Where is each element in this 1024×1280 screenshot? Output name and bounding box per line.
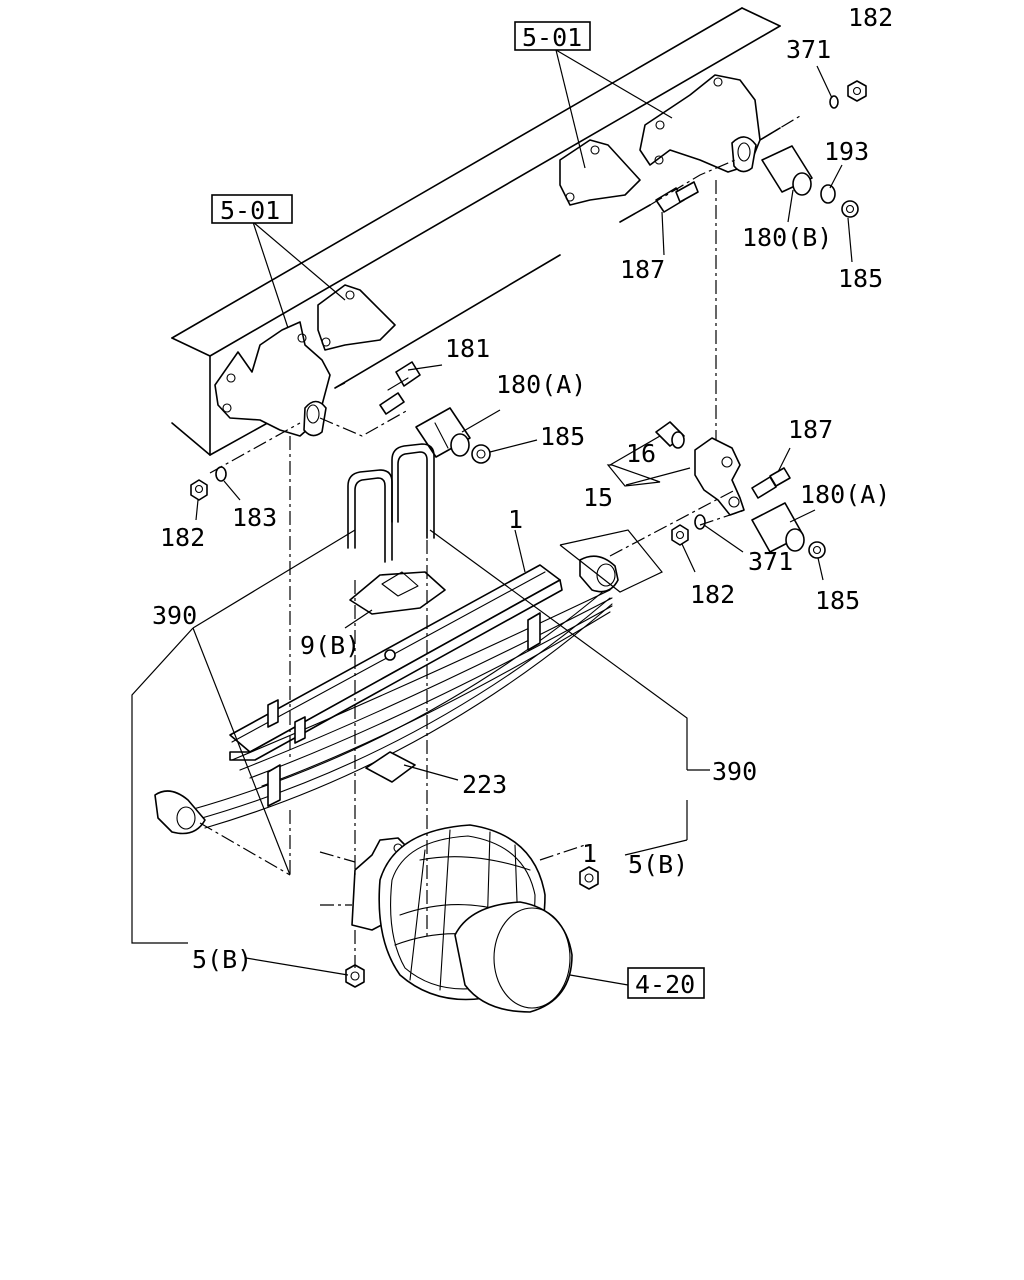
ref-box-5-01-top: 5-01	[514, 21, 591, 52]
pin-180b	[761, 145, 813, 196]
rear-mount-plate	[559, 139, 641, 206]
label-182-left: 182	[160, 523, 205, 552]
nut-5b-left	[345, 964, 365, 988]
label-187-top: 187	[620, 255, 665, 284]
label-183: 183	[232, 503, 277, 532]
svg-text:5-01: 5-01	[220, 196, 280, 225]
label-185-right: 185	[815, 586, 860, 615]
label-223: 223	[462, 770, 507, 799]
label-1-nut: 1	[582, 839, 597, 868]
nut-185-mid	[471, 444, 491, 464]
label-5b-right: 5(B)	[628, 850, 688, 879]
label-185-mid: 185	[540, 422, 585, 451]
label-371-right: 371	[748, 547, 793, 576]
front-mount-plate	[317, 284, 396, 351]
ref-box-5-01-left: 5-01	[211, 194, 293, 225]
nut-1-axle	[579, 866, 599, 890]
frame-rail	[171, 7, 781, 456]
bolt-187-right	[751, 467, 791, 499]
label-180b: 180(B)	[742, 223, 832, 252]
label-181: 181	[445, 334, 490, 363]
alignment-lines	[199, 115, 801, 968]
label-5b-left: 5(B)	[192, 945, 252, 974]
label-16: 16	[626, 439, 656, 468]
label-182-top: 182	[848, 3, 893, 32]
label-9b: 9(B)	[300, 631, 360, 660]
label-371-top: 371	[786, 35, 831, 64]
axle-hub-drum	[351, 824, 573, 1013]
shackle-15	[694, 437, 745, 516]
ref-box-4-20: 4-20	[627, 967, 705, 999]
bolt-181	[379, 361, 421, 415]
label-182-right: 182	[690, 580, 735, 609]
svg-text:5-01: 5-01	[522, 23, 582, 52]
label-193: 193	[824, 137, 869, 166]
label-180a-left: 180(A)	[496, 370, 586, 399]
spacer-plate-223	[365, 751, 416, 783]
bolt-187-top	[655, 181, 699, 213]
leaf-spring-1	[154, 555, 619, 835]
label-390-left: 390	[152, 601, 197, 630]
nut-185-top	[841, 200, 859, 218]
washer-193	[820, 184, 836, 204]
label-187-right: 187	[788, 415, 833, 444]
nut-182-top	[847, 80, 867, 102]
nut-182-right	[671, 524, 689, 546]
nut-182-left	[190, 479, 208, 501]
label-1-spring: 1	[508, 505, 523, 534]
rear-hanger-bracket	[639, 74, 761, 173]
pin-180a-right	[751, 502, 805, 553]
washer-371-right	[694, 514, 706, 530]
label-15: 15	[583, 483, 613, 512]
u-bolt-right	[391, 443, 435, 539]
spring-seat-9b	[349, 571, 446, 615]
label-390-right: 390	[712, 757, 757, 786]
label-180a-right: 180(A)	[800, 480, 890, 509]
nut-185-right	[808, 541, 826, 559]
svg-text:4-20: 4-20	[635, 970, 695, 999]
front-hanger-bracket	[214, 321, 331, 437]
label-185-top: 185	[838, 264, 883, 293]
pin-180a-left	[415, 407, 471, 458]
leader-lines	[131, 49, 853, 986]
u-bolt-left	[347, 469, 393, 563]
washer-371-top	[829, 95, 839, 109]
bushing-16	[655, 421, 685, 449]
